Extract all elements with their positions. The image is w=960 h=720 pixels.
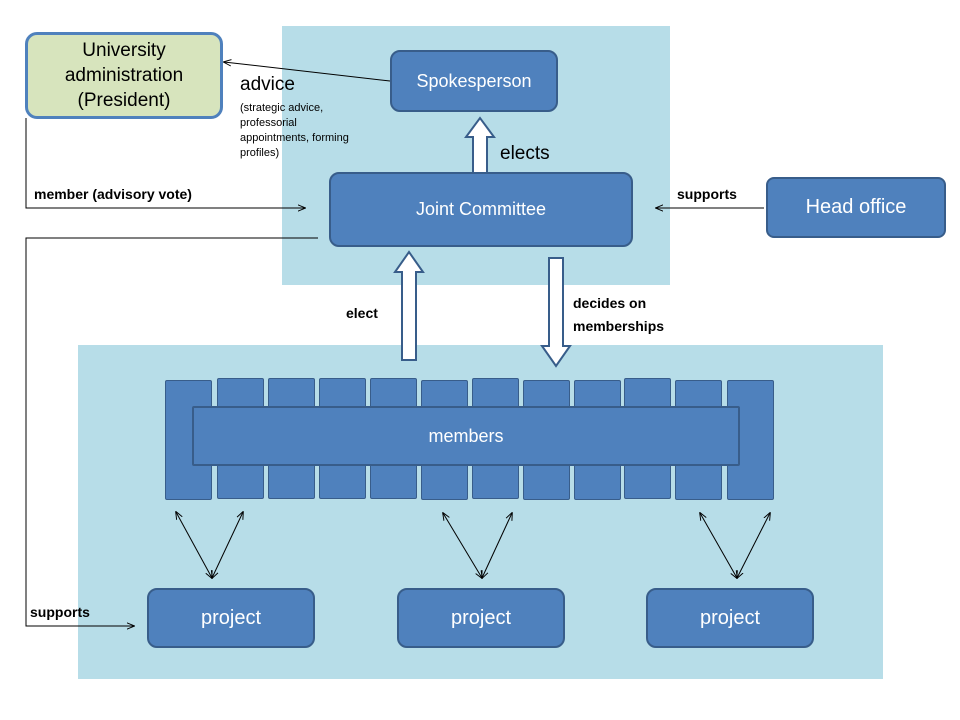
projects-supports-arrow (25, 237, 318, 626)
members-box: members (192, 406, 740, 466)
member-advisory-vote-label: member (advisory vote) (34, 186, 192, 202)
member-project-arrow (737, 513, 770, 578)
member-project-arrow (212, 512, 243, 578)
elect-label: elect (346, 305, 378, 321)
projects-supports-label: supports (30, 604, 90, 620)
university-administration-box: University administration (President) (25, 32, 223, 119)
project-box: project (147, 588, 315, 648)
advice-details-label: (strategic advice, professorial appointm… (240, 102, 349, 159)
elect-block-arrow (393, 250, 425, 361)
spokesperson-box: Spokesperson (390, 50, 558, 112)
project-box: project (397, 588, 565, 648)
advice-arrow (224, 62, 391, 82)
project-box: project (646, 588, 814, 648)
member-project-arrow (443, 513, 482, 578)
elects-block-arrow (464, 116, 496, 181)
head-office-supports-label: supports (677, 186, 737, 202)
member-project-arrow (482, 513, 512, 578)
member-project-arrow (700, 513, 737, 578)
member-project-arrow (176, 512, 212, 578)
joint-committee-box: Joint Committee (329, 172, 633, 247)
advice-label: advice (240, 74, 295, 95)
elects-label: elects (500, 143, 550, 164)
head-office-box: Head office (766, 177, 946, 238)
decides-on-memberships-label: decides on memberships (573, 295, 665, 334)
decides-block-arrow (540, 257, 572, 368)
advisory-vote-arrow (25, 118, 305, 208)
